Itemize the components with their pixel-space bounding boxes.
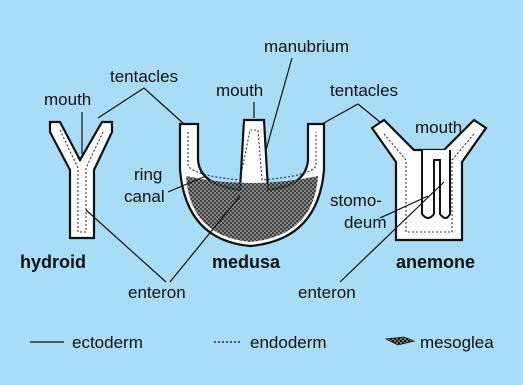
enteron-pointer-hydroid bbox=[86, 210, 166, 282]
stomodeum-label-line1: stomo- bbox=[330, 191, 382, 210]
anemone-mouth-label: mouth bbox=[415, 118, 462, 137]
canal-label: canal bbox=[124, 187, 165, 206]
hydroid-figure bbox=[50, 112, 112, 238]
legend-endoderm-label: endoderm bbox=[250, 333, 327, 352]
anemone-name-label: anemone bbox=[396, 252, 475, 272]
legend-ectoderm-label: ectoderm bbox=[72, 333, 143, 352]
enteron-label-left: enteron bbox=[128, 283, 186, 302]
stomodeum-label-line2: deum bbox=[344, 213, 387, 232]
enteron-label-right: enteron bbox=[298, 283, 356, 302]
anemone-tentacles-pointer bbox=[322, 104, 380, 124]
manubrium-pointer bbox=[266, 58, 292, 150]
medusa-figure bbox=[180, 120, 324, 246]
hydroid-name-label: hydroid bbox=[20, 252, 86, 272]
medusa-name-label: medusa bbox=[212, 252, 281, 272]
anemone-figure bbox=[372, 120, 486, 240]
manubrium-label: manubrium bbox=[264, 37, 349, 56]
medusa-mouth-label: mouth bbox=[216, 81, 263, 100]
legend-mesoglea-label: mesoglea bbox=[420, 333, 494, 352]
hydroid-tentacles-label: tentacles bbox=[110, 67, 178, 86]
hydroid-tentacles-pointer bbox=[98, 88, 184, 124]
hydroid-body bbox=[50, 122, 112, 238]
hydroid-mouth-label: mouth bbox=[44, 90, 91, 109]
medusa-mesoglea bbox=[186, 176, 318, 242]
ring-label: ring bbox=[134, 165, 162, 184]
legend: ectoderm endoderm mesoglea bbox=[30, 333, 494, 352]
legend-mesoglea-swatch bbox=[386, 337, 414, 345]
anemone-tentacles-label: tentacles bbox=[330, 81, 398, 100]
